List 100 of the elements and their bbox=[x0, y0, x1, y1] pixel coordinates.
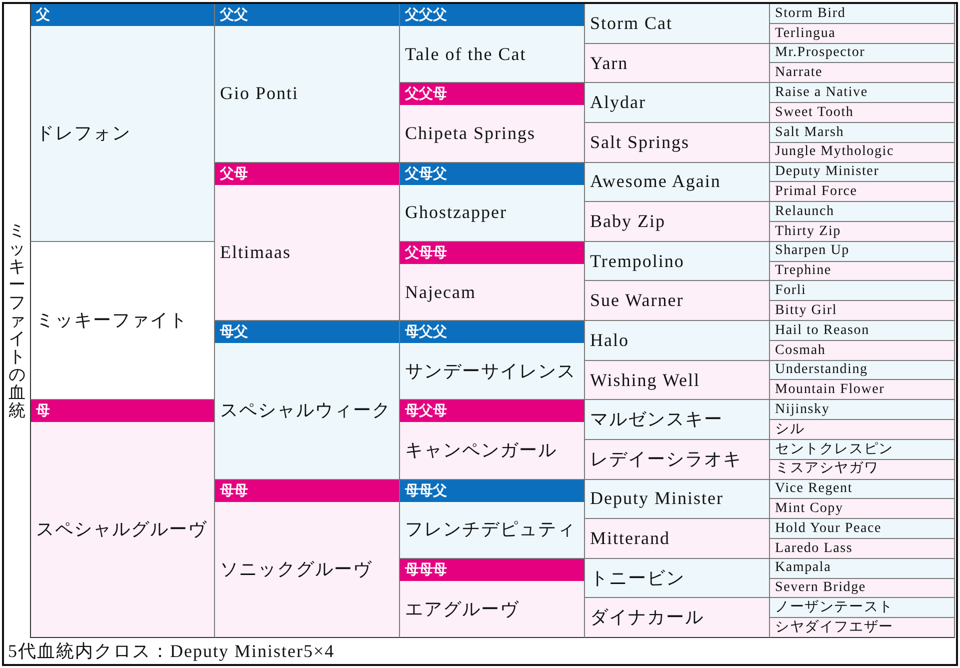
horse-name: Terlingua bbox=[775, 26, 836, 41]
horse-name: Hold Your Peace bbox=[775, 520, 882, 536]
horse-name: Eltimaas bbox=[220, 242, 291, 263]
horse-name: Understanding bbox=[775, 362, 868, 378]
horse-name: フレンチデピュティ bbox=[405, 519, 576, 540]
horse-name: Mr.Prospector bbox=[775, 45, 866, 61]
pedigree-cell bbox=[770, 538, 955, 559]
generation-header: 父母父 bbox=[400, 162, 584, 184]
pedigree-cell bbox=[770, 578, 955, 598]
pedigree-cell bbox=[770, 202, 955, 222]
pedigree-cell bbox=[585, 122, 770, 162]
pedigree-cell bbox=[770, 420, 955, 440]
horse-name: Jungle Mythologic bbox=[775, 144, 894, 160]
horse-name: シヤダイフエザー bbox=[775, 620, 894, 636]
pedigree-cell bbox=[770, 222, 955, 242]
pedigree-cell bbox=[585, 480, 770, 520]
horse-name: Wishing Well bbox=[590, 370, 700, 390]
horse-name: Chipeta Springs bbox=[405, 123, 536, 144]
pedigree-cell bbox=[30, 400, 215, 638]
pedigree-cell bbox=[770, 301, 955, 321]
horse-name: Severn Bridge bbox=[775, 580, 866, 596]
generation-header: 父母母 bbox=[400, 242, 584, 264]
horse-name: ノーザンテースト bbox=[775, 600, 894, 616]
horse-name: Tale of the Cat bbox=[405, 44, 526, 64]
pedigree-cell bbox=[770, 63, 955, 84]
generation-header: 父母 bbox=[215, 162, 399, 184]
horse-name: Cosmah bbox=[775, 342, 826, 358]
horse-name: Alydar bbox=[590, 92, 646, 113]
horse-name: セントクレスピン bbox=[775, 442, 894, 457]
horse-name: Salt Springs bbox=[590, 132, 690, 153]
pedigree-cell bbox=[770, 182, 955, 202]
pedigree-cell bbox=[585, 400, 770, 440]
horse-name: Narrate bbox=[775, 65, 823, 81]
pedigree-cell bbox=[585, 519, 770, 559]
pedigree-cell bbox=[770, 24, 955, 44]
pedigree-cell bbox=[585, 242, 770, 282]
horse-name: Trephine bbox=[775, 263, 832, 279]
horse-name: Mitterand bbox=[590, 528, 670, 549]
generation-header: 母母父 bbox=[400, 480, 584, 502]
pedigree-cell bbox=[30, 4, 215, 242]
pedigree-cell bbox=[30, 242, 215, 400]
horse-name: スペシャルグルーヴ bbox=[36, 519, 207, 540]
pedigree-cell bbox=[770, 4, 955, 24]
pedigree-cell bbox=[770, 340, 955, 361]
pedigree-cell bbox=[215, 162, 400, 321]
pedigree-cell bbox=[585, 321, 770, 361]
horse-name: Nijinsky bbox=[775, 402, 830, 418]
horse-name: シル bbox=[775, 422, 805, 438]
pedigree-cell bbox=[585, 598, 770, 638]
pedigree-cell bbox=[770, 281, 955, 302]
horse-name: ミスアシヤガワ bbox=[775, 461, 879, 477]
horse-name: Gio Ponti bbox=[220, 83, 299, 104]
generation-header: 母父父 bbox=[400, 321, 584, 343]
horse-name: Deputy Minister bbox=[775, 164, 880, 180]
generation-header: 母母母 bbox=[400, 558, 584, 581]
horse-name: ミッキーファイト bbox=[36, 310, 188, 331]
pedigree-cell bbox=[770, 499, 955, 520]
horse-name: Awesome Again bbox=[590, 171, 721, 192]
horse-name: Vice Regent bbox=[775, 481, 853, 497]
pedigree-cell bbox=[585, 558, 770, 598]
pedigree-cell bbox=[770, 558, 955, 579]
generation-header: 父父父 bbox=[400, 4, 584, 26]
horse-name: Kampala bbox=[775, 560, 832, 576]
generation-header: 父 bbox=[31, 4, 214, 26]
horse-name: Ghostzapper bbox=[405, 202, 507, 223]
pedigree-cell bbox=[770, 142, 955, 162]
horse-name: Baby Zip bbox=[590, 211, 666, 232]
horse-name: Yarn bbox=[590, 52, 628, 74]
horse-name: Forli bbox=[775, 283, 806, 298]
pedigree-cell bbox=[400, 4, 585, 84]
pedigree-cell bbox=[400, 321, 585, 400]
horse-name: Deputy Minister bbox=[590, 488, 724, 510]
pedigree-cell bbox=[215, 4, 400, 162]
pedigree-cell bbox=[770, 380, 955, 400]
pedigree-cell bbox=[770, 480, 955, 500]
pedigree-cell bbox=[770, 598, 955, 618]
generation-header: 母 bbox=[31, 400, 214, 422]
horse-name: トニービン bbox=[590, 568, 685, 588]
pedigree-cell bbox=[585, 360, 770, 400]
horse-name: Halo bbox=[590, 330, 629, 351]
generation-header: 母父母 bbox=[400, 400, 584, 422]
generation-header: 母父 bbox=[215, 321, 399, 343]
horse-name: ダイナカール bbox=[590, 607, 704, 628]
pedigree-cell bbox=[585, 162, 770, 202]
pedigree-cell bbox=[770, 321, 955, 341]
generation-header: 母母 bbox=[215, 480, 399, 502]
horse-name: Trempolino bbox=[590, 250, 684, 272]
pedigree-cell bbox=[770, 440, 955, 460]
pedigree-cell bbox=[770, 162, 955, 182]
pedigree-cell bbox=[585, 4, 770, 44]
horse-name: キャンペンガール bbox=[405, 440, 557, 461]
horse-name: Laredo Lass bbox=[775, 540, 853, 556]
horse-name: Sue Warner bbox=[590, 290, 684, 312]
horse-name: ドレフォン bbox=[36, 123, 131, 144]
pedigree-cell bbox=[400, 242, 585, 321]
pedigree-cell bbox=[770, 519, 955, 539]
horse-name: Raise a Native bbox=[775, 84, 868, 100]
pedigree-cell bbox=[770, 400, 955, 420]
horse-name: Sharpen Up bbox=[775, 243, 850, 259]
horse-name: Sweet Tooth bbox=[775, 104, 854, 120]
